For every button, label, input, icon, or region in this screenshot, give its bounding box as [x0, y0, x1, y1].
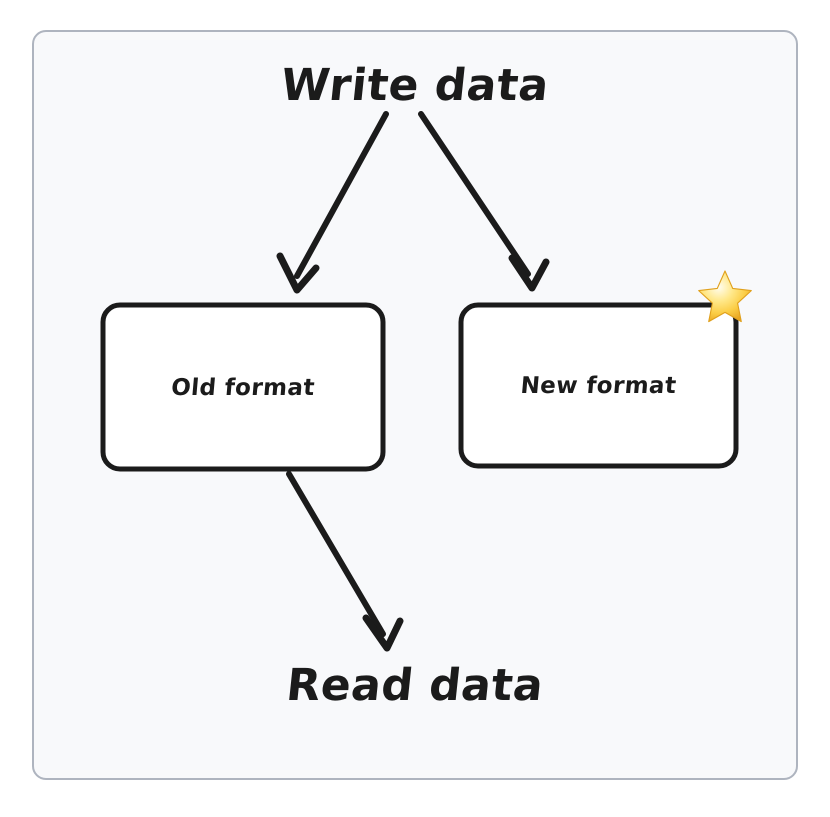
- node-old-format[interactable]: [100, 302, 386, 472]
- node-new-format-label: New format: [519, 373, 678, 399]
- node-old-format-label: Old format: [170, 375, 316, 401]
- node-new-format-shape[interactable]: [458, 302, 739, 469]
- heading-read-data: Read data: [283, 660, 546, 711]
- node-new-format[interactable]: [458, 302, 739, 469]
- heading-write-data: Write data: [278, 60, 552, 111]
- node-old-format-shape[interactable]: [100, 302, 386, 472]
